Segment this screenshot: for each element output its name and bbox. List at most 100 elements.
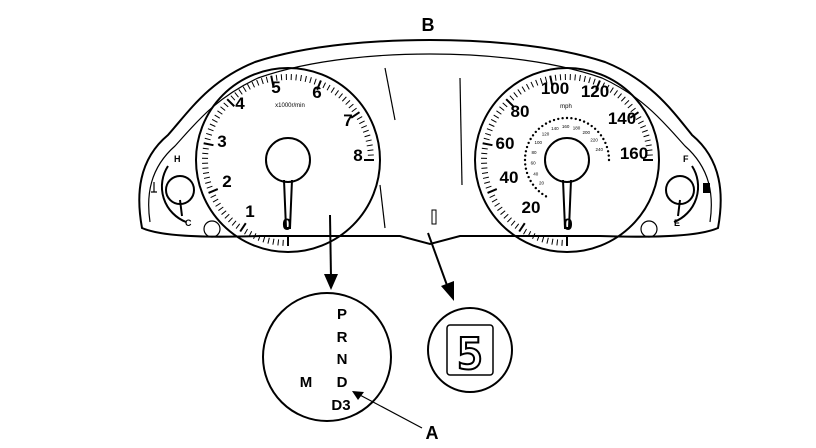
inner-scale-dot (531, 134, 535, 137)
inner-scale-dot (541, 124, 544, 128)
minor-tick (220, 106, 226, 111)
minor-tick (215, 202, 221, 207)
tachometer: 0 1 2 3 4 5 6 7 8 x1000r/min (195, 67, 381, 253)
arrow-to-gear-indicator (329, 214, 332, 279)
minor-tick (627, 103, 633, 109)
gear-p-label: P (337, 306, 347, 323)
minor-tick (202, 147, 209, 150)
major-tick (239, 222, 247, 233)
minor-tick (218, 206, 224, 211)
major-tick (549, 75, 554, 86)
inner-scale-dot (537, 190, 541, 193)
major-tick (226, 98, 235, 107)
major-tick (316, 80, 322, 91)
minor-tick (300, 74, 302, 82)
minor-tick (304, 75, 307, 82)
minor-tick (295, 74, 297, 81)
minor-tick (313, 78, 317, 85)
minor-tick (644, 139, 651, 142)
minor-tick (217, 110, 223, 115)
minor-tick (272, 238, 275, 245)
minor-tick (496, 110, 502, 115)
inner-scale-dot (561, 117, 564, 120)
minor-tick (521, 86, 526, 93)
minor-tick (645, 144, 652, 147)
minor-tick (484, 181, 491, 184)
inner-scale-label: 120 (542, 132, 550, 137)
tachometer-tick-marks (202, 74, 374, 246)
inner-scale-dot (599, 134, 603, 137)
minor-tick (483, 137, 490, 141)
speedometer-bezel (474, 67, 660, 253)
digital-gear-display: 5 (427, 307, 513, 393)
minor-tick (601, 82, 605, 89)
minor-tick (338, 93, 343, 99)
minor-tick (620, 96, 626, 102)
minor-tick (251, 81, 255, 88)
inner-scale-dot (524, 154, 527, 157)
inner-scale-dot (552, 118, 556, 122)
major-tick (203, 142, 214, 147)
gear-d3-label: D3 (331, 397, 350, 414)
speed-label-80: 80 (511, 102, 530, 121)
minor-tick (275, 74, 278, 81)
minor-tick (499, 106, 505, 111)
minor-tick (494, 202, 500, 207)
inner-scale-dot (565, 116, 569, 120)
minor-tick (223, 102, 229, 108)
gear-indicator-circle (262, 292, 392, 422)
fuel-gauge-dial (665, 175, 695, 205)
fuel-gauge: F E (665, 154, 710, 228)
speed-label-20: 20 (522, 198, 541, 217)
inner-scale-dot (607, 158, 611, 162)
speed-label-160: 160 (620, 144, 648, 163)
inner-scale-dot (602, 137, 605, 141)
minor-tick (535, 79, 539, 86)
major-tick (505, 98, 514, 107)
tach-unit-label: x1000r/min (275, 103, 305, 109)
minor-tick (490, 119, 497, 123)
inner-scale-label: 80 (531, 150, 537, 155)
inner-scale-label: 100 (535, 140, 543, 145)
minor-tick (366, 144, 373, 147)
inner-scale-dot (574, 117, 577, 121)
minor-tick (489, 194, 496, 198)
digital-gear-circle (427, 307, 513, 393)
temperature-gauge: H C (151, 154, 195, 228)
minor-tick (554, 74, 557, 81)
callout-a-leader (357, 393, 423, 429)
digital-gear-value: 5 (457, 329, 484, 380)
inner-scale-dot (525, 171, 529, 175)
minor-tick (206, 185, 213, 189)
gear-position-indicator: P R N D D3 M (262, 292, 392, 422)
inner-scale-dot (605, 145, 609, 149)
minor-tick (260, 78, 264, 85)
minor-tick (351, 107, 357, 113)
minor-tick (365, 139, 372, 142)
minor-tick (503, 213, 509, 219)
fuel-gauge-needle (677, 199, 681, 217)
major-tick (629, 111, 640, 119)
minor-tick (507, 217, 512, 223)
minor-tick (330, 87, 335, 93)
speedometer-tick-marks (481, 74, 653, 246)
fuel-gauge-arc (673, 165, 700, 223)
minor-tick (221, 210, 227, 215)
minor-tick (481, 147, 488, 150)
minor-tick (485, 185, 492, 189)
minor-tick (514, 223, 520, 229)
inner-scale-label: 140 (551, 126, 559, 131)
minor-tick (605, 84, 610, 91)
speed-needle (562, 179, 572, 229)
tachometer-bezel (195, 67, 381, 253)
minor-tick (613, 90, 618, 96)
minor-tick (544, 76, 548, 83)
minor-tick (488, 123, 495, 127)
minor-tick (214, 114, 221, 119)
minor-tick (362, 129, 369, 133)
gear-n-label: N (337, 351, 348, 368)
tach-label-4: 4 (235, 94, 245, 113)
minor-tick (242, 86, 247, 93)
